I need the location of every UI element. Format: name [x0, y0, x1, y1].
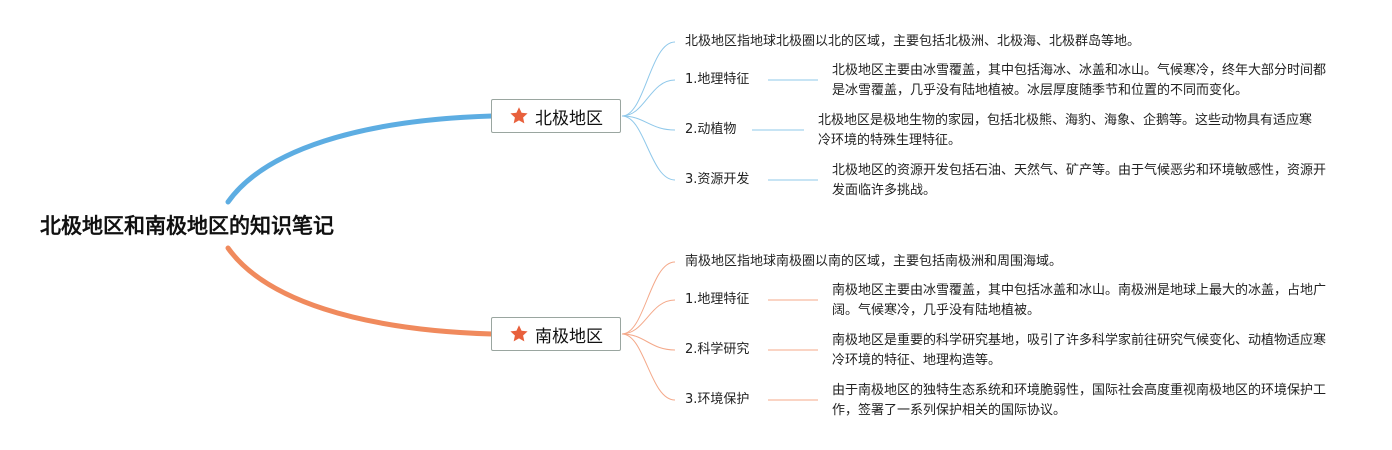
connector-arctic-topic-1 [621, 79, 676, 117]
antarctic-topic-3-label: 3.环境保护 [685, 392, 750, 407]
connector-antarctic-main [225, 245, 495, 337]
branch-antarctic[interactable]: 南极地区 [491, 317, 621, 351]
antarctic-topic-2-label: 2.科学研究 [685, 342, 750, 357]
connector-antarctic-topic-2 [621, 333, 676, 351]
branch-arctic-label: 北极地区 [535, 108, 603, 129]
connector-antarctic-topic-3 [621, 333, 676, 401]
arctic-topic-1-detail: 北极地区主要由冰雪覆盖，其中包括海冰、冰盖和冰山。气候寒冷，终年大部分时间都是冰… [832, 63, 1327, 98]
branch-antarctic-label: 南极地区 [535, 326, 603, 347]
connector-arctic-topic-2 [621, 115, 676, 131]
arctic-topic-3-label: 3.资源开发 [685, 172, 750, 187]
arctic-summary: 北极地区指地球北极圈以北的区域，主要包括北极洲、北极海、北极群岛等地。 [685, 34, 1141, 49]
antarctic-topic-3-detail: 由于南极地区的独特生态系统和环境脆弱性，国际社会高度重视南极地区的环境保护工作，… [832, 383, 1327, 418]
antarctic-topic-1-detail: 南极地区主要由冰雪覆盖，其中包括冰盖和冰山。南极洲是地球上最大的冰盖，占地广阔。… [832, 283, 1327, 318]
connector-arctic-topic-3 [621, 115, 676, 181]
arctic-topic-1-label: 1.地理特征 [685, 72, 750, 87]
branch-arctic[interactable]: 北极地区 [491, 99, 621, 133]
connector-arctic-summary [621, 41, 676, 117]
antarctic-topic-2-detail: 南极地区是重要的科学研究基地，吸引了许多科学家前往研究气候变化、动植物适应寒冷环… [832, 333, 1327, 368]
star-icon [509, 106, 529, 126]
arctic-topic-2-detail: 北极地区是极地生物的家园，包括北极熊、海豹、海象、企鹅等。这些动物具有适应寒冷环… [818, 113, 1313, 148]
star-icon [509, 324, 529, 344]
antarctic-topic-1-label: 1.地理特征 [685, 292, 750, 307]
mindmap-root-title: 北极地区和南极地区的知识笔记 [40, 214, 334, 238]
connector-antarctic-summary [621, 261, 676, 335]
arctic-topic-2-label: 2.动植物 [685, 122, 737, 137]
arctic-topic-3-detail: 北极地区的资源开发包括石油、天然气、矿产等。由于气候恶劣和环境敏感性，资源开发面… [832, 163, 1327, 198]
connector-antarctic-topic-1 [621, 299, 676, 335]
antarctic-summary: 南极地区指地球南极圈以南的区域，主要包括南极洲和周围海域。 [685, 254, 1063, 269]
connector-arctic-main [225, 113, 495, 205]
